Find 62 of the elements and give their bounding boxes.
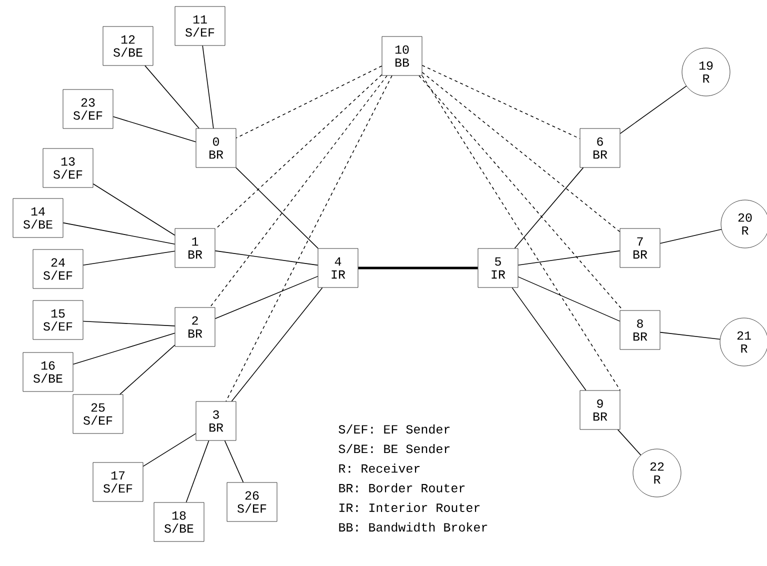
sender-box: 23 S/EF (62, 89, 114, 129)
router-box: 7 BR (620, 228, 660, 268)
connection-line (214, 276, 318, 320)
router-box: 1 BR (174, 228, 216, 268)
sender-box: 26 S/EF (226, 482, 278, 522)
key-text: R: Receiver (339, 464, 420, 473)
signaling-line (226, 75, 392, 402)
router-box: 2 BR (174, 307, 216, 347)
connection-line (660, 228, 722, 244)
router-box: 3 BR (196, 401, 236, 441)
key-text: BB: Bandwidth Broker (339, 522, 488, 532)
sender-box: 16 S/BE (22, 352, 74, 392)
connection-line (214, 250, 318, 266)
connection-line (202, 45, 214, 129)
router-box: 6 BR (580, 128, 620, 168)
sender-box: 12 S/BE (102, 26, 154, 66)
router-box: 8 BR (620, 310, 660, 350)
connection-line (112, 116, 196, 142)
connection-line (617, 429, 642, 456)
router-box: 10 BB (382, 36, 422, 76)
connection-line (120, 344, 176, 395)
sender-box: 13 S/EF (42, 148, 94, 188)
connection-line (224, 440, 244, 483)
signaling-line (422, 75, 621, 391)
sender-box: 15 S/EF (32, 300, 84, 340)
connection-line (518, 276, 620, 322)
connection-line (186, 440, 210, 503)
signaling-line (418, 75, 624, 311)
key-text: S/EF: EF Sender (338, 424, 450, 434)
signaling-line (236, 66, 382, 138)
connection-line (144, 65, 200, 129)
connection-line (82, 250, 176, 266)
key-text: S/BE: BE Sender (338, 444, 450, 454)
connection-line (358, 266, 478, 270)
connection-line (236, 167, 318, 249)
connection-line (82, 320, 176, 326)
sender-box: 11 S/EF (174, 6, 226, 46)
connection-line (92, 183, 176, 236)
sender-box: 14 S/BE (12, 198, 64, 238)
router-box: 9 BR (580, 390, 620, 430)
connection-line (72, 332, 176, 365)
signaling-line (210, 75, 388, 308)
sender-box: 25 S/EF (72, 394, 124, 434)
sender-box: 17 S/EF (92, 462, 144, 502)
connection-line (514, 167, 584, 249)
signaling-line (422, 72, 620, 232)
connection-line (620, 86, 687, 134)
connection-line (518, 250, 620, 266)
signaling-line (422, 64, 580, 140)
connection-line (660, 332, 720, 340)
router-box: 4 IR (318, 248, 358, 288)
connection-line (231, 287, 323, 402)
connection-line (512, 287, 586, 391)
connection-line (62, 222, 176, 245)
key-text: IR: Interior Router (339, 502, 480, 512)
router-box: 0 BR (196, 128, 236, 168)
sender-box: 24 S/EF (32, 249, 84, 289)
sender-box: 18 S/BE (154, 502, 204, 542)
signaling-line (214, 74, 382, 230)
router-box: 5 IR (478, 248, 518, 288)
connection-line (142, 433, 196, 467)
key-text: BR: Border Router (339, 483, 465, 492)
